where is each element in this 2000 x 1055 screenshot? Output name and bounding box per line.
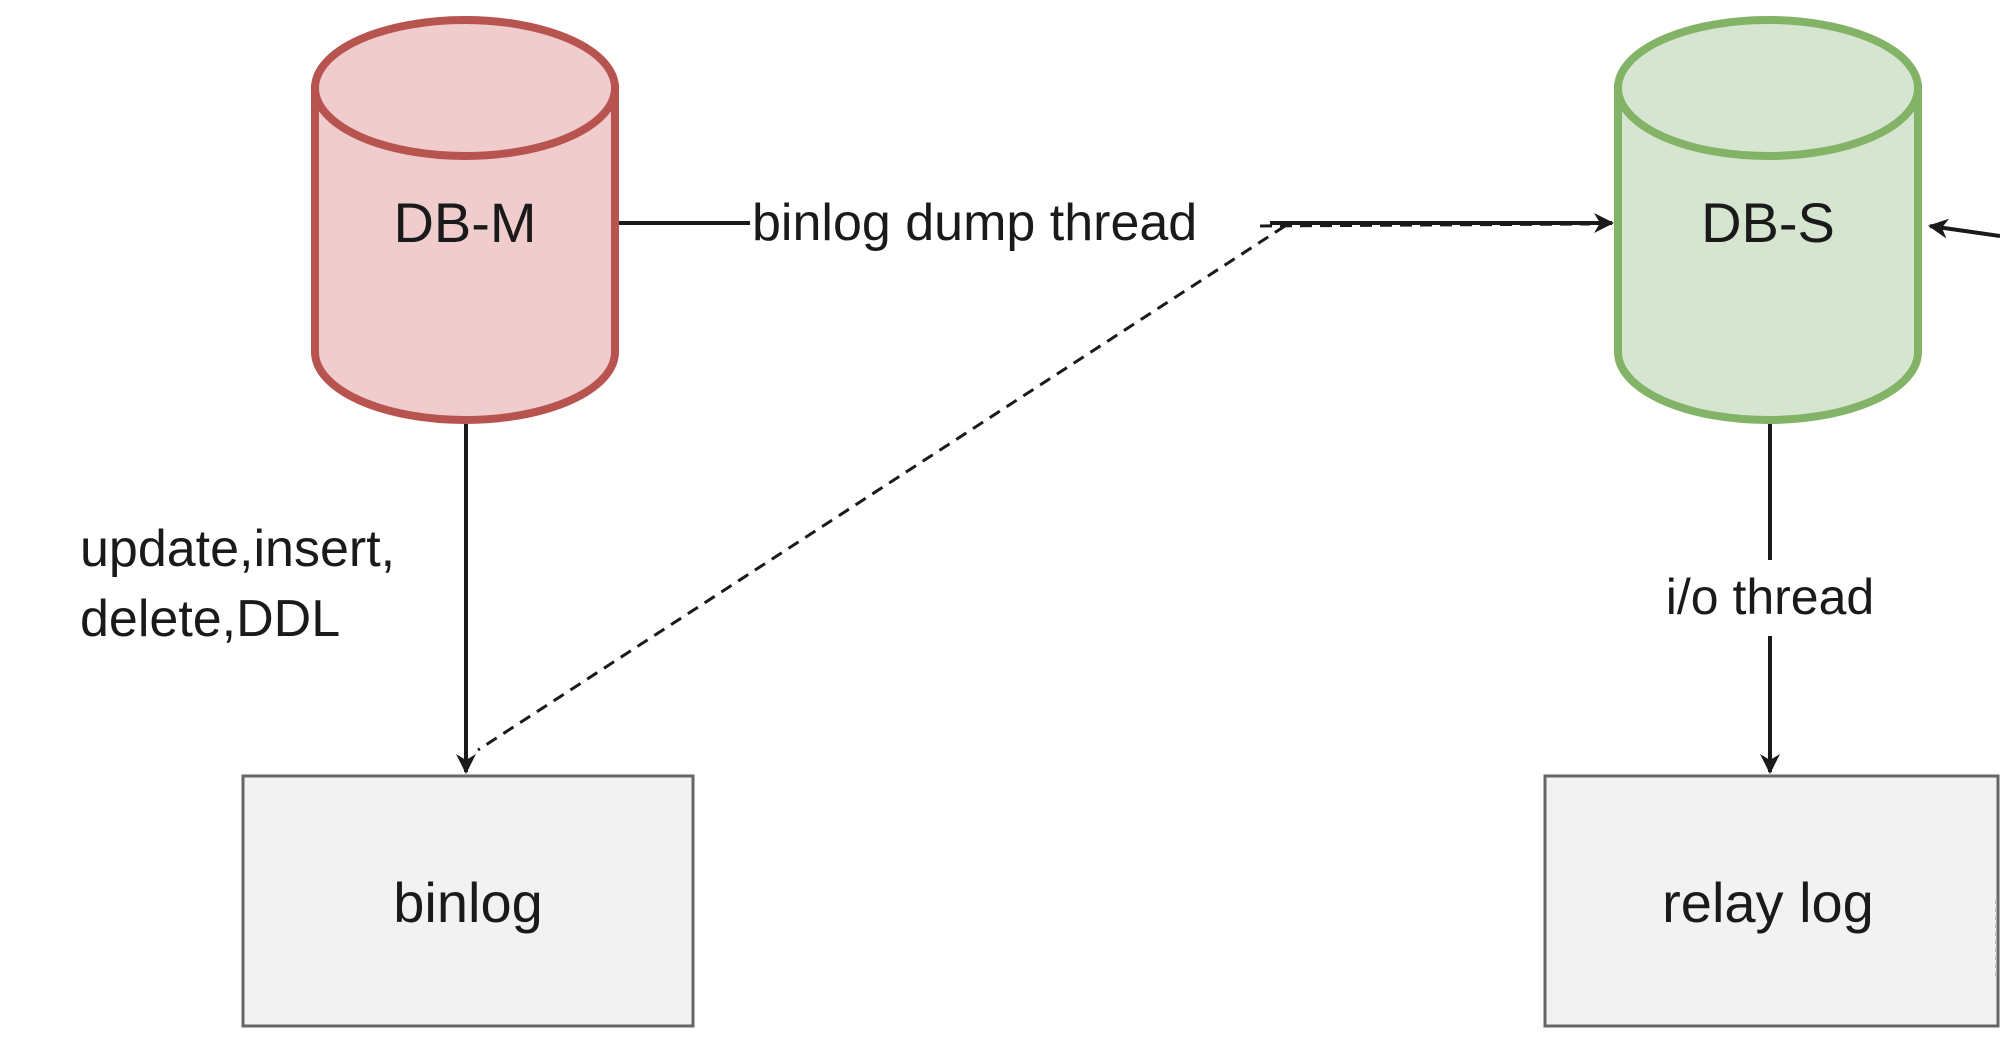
- binlog-box: [241, 774, 695, 1028]
- edge-dump-dashed: [477, 222, 1591, 752]
- db-master-node[interactable]: DB-M: [311, 16, 619, 424]
- edge-master-write: update,insert, delete,DDL: [80, 424, 476, 774]
- incoming-right-line: [1928, 218, 2000, 239]
- dump-dashed-diagonal: [477, 224, 1286, 752]
- io-thread-label: i/o thread: [1666, 569, 1874, 625]
- binlog-label: binlog: [393, 871, 542, 934]
- edge-dump-thread: binlog dump thread: [619, 194, 1614, 252]
- db-slave-body: [1614, 84, 1922, 424]
- relay-log-box: [1543, 774, 2000, 1028]
- binlog-node[interactable]: binlog: [241, 774, 695, 1028]
- db-slave-top: [1614, 16, 1922, 160]
- db-slave-node[interactable]: DB-S: [1614, 16, 1922, 424]
- relay-log-label: relay log: [1662, 871, 1874, 934]
- db-master-body: [311, 84, 619, 424]
- dump-thread-label: binlog dump thread: [752, 194, 1197, 252]
- db-master-top: [311, 16, 619, 160]
- db-master-label: DB-M: [393, 191, 536, 254]
- edge-incoming-right: [1928, 218, 2000, 239]
- edge-io-thread: i/o thread: [1666, 424, 1874, 774]
- db-slave-label: DB-S: [1701, 191, 1835, 254]
- relay-log-node[interactable]: relay log: [1543, 774, 2000, 1028]
- master-write-label-line2: delete,DDL: [80, 590, 340, 648]
- master-write-label-line1: update,insert,: [80, 520, 395, 578]
- dump-dashed-horizontal: [1259, 222, 1591, 228]
